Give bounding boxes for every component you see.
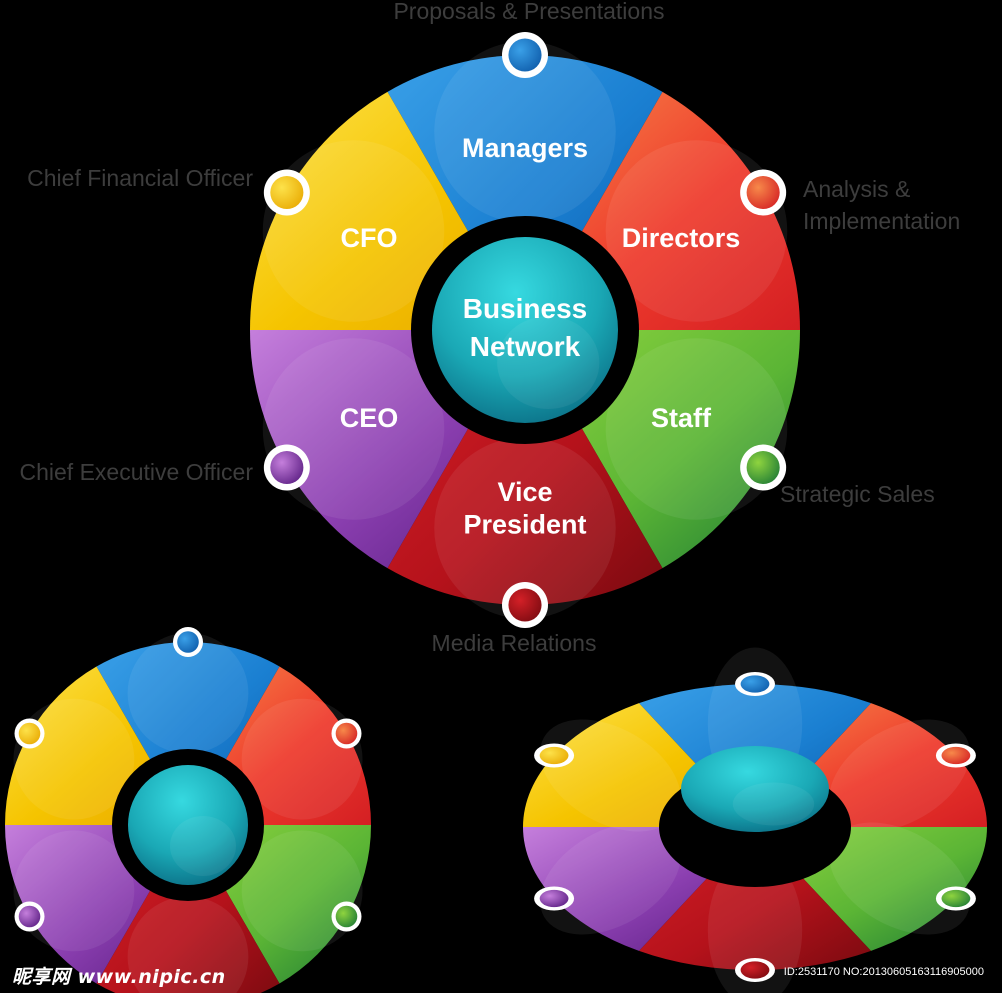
segment-dot-directors: [331, 718, 362, 749]
segment-label-ceo: CEO: [340, 403, 399, 433]
segment-vice-president: [96, 825, 280, 993]
segment-dot-cfo: [534, 743, 575, 768]
watermark-right: ID:2531170 NO:20130605163116905000: [783, 966, 984, 978]
outer-label-analysis-implementation: Analysis &Implementation: [803, 176, 960, 234]
segment-label-staff: Staff: [651, 403, 712, 433]
segment-vice-president: [639, 827, 871, 993]
segment-label-managers: Managers: [462, 133, 588, 163]
segment-dot-ceo: [263, 444, 310, 491]
segment-dot-cfo: [14, 718, 45, 749]
small-wheel: [5, 627, 371, 993]
segment-dot-vice-president: [502, 582, 548, 628]
outer-label-chief-financial-officer: Chief Financial Officer: [27, 165, 253, 191]
segment-dot-ceo: [534, 886, 575, 911]
segment-dot-managers: [502, 32, 548, 78]
perspective-wheel: [523, 647, 987, 993]
main-wheel: Managers Proposals & PresentationsDirecto…: [19, 0, 960, 656]
hub-circle: [128, 765, 248, 885]
segment-dot-directors: [935, 743, 976, 768]
segment-dot-ceo: [14, 901, 45, 932]
segment-dot-directors: [740, 169, 787, 216]
segment-label-cfo: CFO: [341, 223, 398, 253]
segment-managers: [96, 632, 280, 825]
watermark-left: 昵享网 www.nipic.cn: [12, 966, 226, 988]
segment-label-directors: Directors: [622, 223, 741, 253]
segment-dot-managers: [173, 627, 203, 657]
hub-circle: [681, 746, 829, 832]
outer-label-media-relations: Media Relations: [432, 630, 597, 656]
segment-managers: Managers: [387, 41, 663, 330]
outer-label-strategic-sales: Strategic Sales: [780, 481, 935, 507]
segment-dot-staff: [331, 901, 362, 932]
segment-dot-cfo: [263, 169, 310, 216]
hub-circle: [432, 237, 618, 423]
segment-dot-staff: [740, 444, 787, 491]
segment-dot-vice-president: [735, 958, 775, 982]
outer-label-chief-executive-officer: Chief Executive Officer: [19, 459, 253, 485]
outer-label-proposals-presentations: Proposals & Presentations: [393, 0, 664, 24]
segment-dot-staff: [935, 886, 976, 911]
segment-dot-managers: [735, 672, 775, 696]
